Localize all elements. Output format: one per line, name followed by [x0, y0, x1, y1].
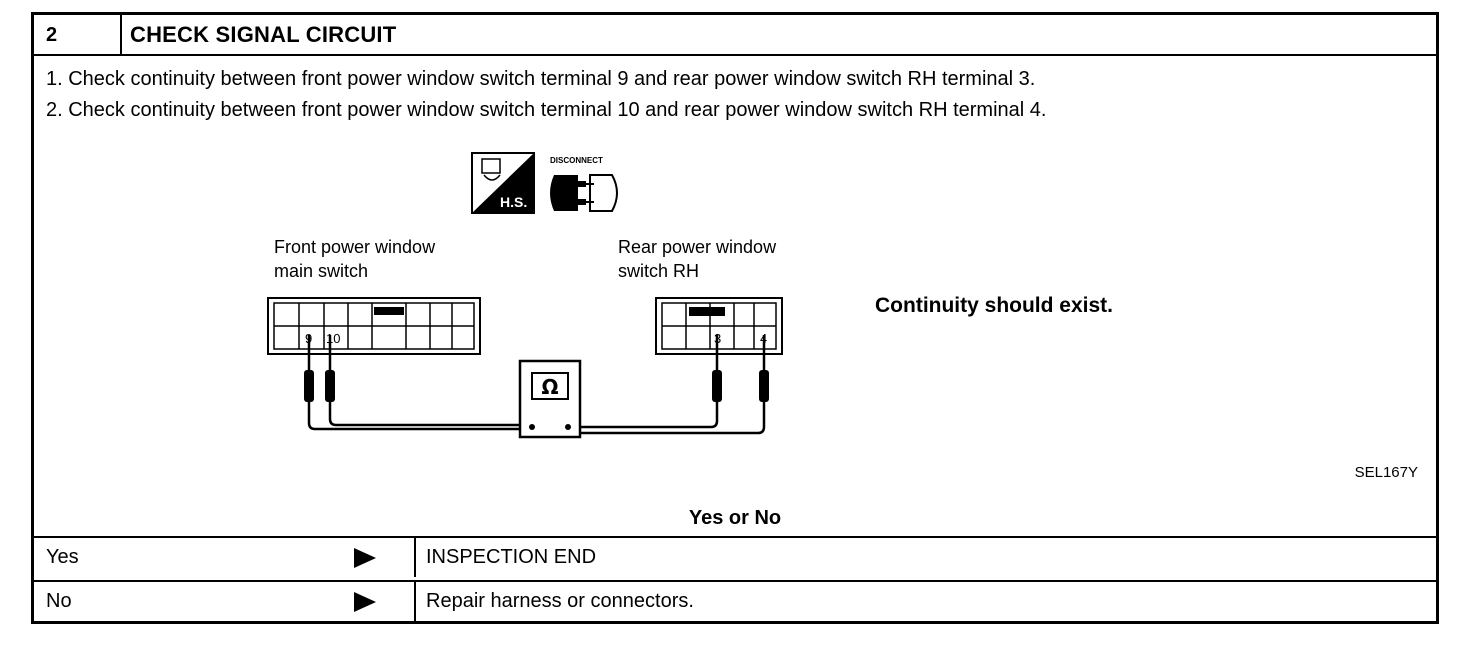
disconnect-icon: DISCONNECT [550, 156, 618, 212]
rear-switch-label-line2: switch RH [618, 261, 700, 281]
header-divider [120, 15, 122, 54]
disconnect-label: DISCONNECT [550, 156, 603, 165]
step-title: CHECK SIGNAL CIRCUIT [130, 22, 397, 47]
answer-no: No [46, 590, 72, 612]
instruction-1: 1. Check continuity between front power … [46, 68, 1036, 90]
front-switch-label: Front power window main switch [274, 235, 435, 283]
ohmmeter: Ω [518, 359, 582, 439]
row-divider [414, 538, 416, 577]
action-yes: INSPECTION END [426, 546, 597, 568]
instruction-2: 2. Check continuity between front power … [46, 99, 1047, 121]
arrow-right-icon [354, 592, 376, 612]
answer-yes: Yes [46, 546, 79, 568]
hs-label: H.S. [500, 194, 527, 210]
rear-switch-label-line1: Rear power window [618, 237, 777, 257]
test-leads [307, 335, 766, 435]
yes-no-question: Yes or No [688, 507, 782, 529]
front-terminal-10: 10 [326, 331, 340, 346]
result-row-yes: Yes INSPECTION END [34, 536, 1436, 577]
figure-code: SEL167Y [1354, 464, 1418, 481]
step-header: 2 CHECK SIGNAL CIRCUIT [34, 15, 1436, 56]
continuity-note: Continuity should exist. [875, 294, 1114, 317]
front-switch-connector: 9 10 [267, 297, 481, 355]
result-row-no: No Repair harness or connectors. [34, 580, 1436, 621]
hs-icon: H.S. [471, 152, 535, 214]
arrow-right-icon [354, 548, 376, 568]
front-switch-label-line1: Front power window [274, 237, 436, 257]
inspection-step-table: 2 CHECK SIGNAL CIRCUIT 1. Check continui… [31, 12, 1439, 624]
front-switch-label-line2: main switch [274, 261, 369, 281]
rear-switch-label: Rear power window switch RH [618, 235, 776, 283]
step-number: 2 [46, 24, 58, 46]
action-no: Repair harness or connectors. [426, 590, 694, 612]
ohm-symbol: Ω [541, 375, 558, 399]
circuit-diagram: H.S. DISCONNECT 9 10 [267, 152, 783, 439]
probe-tips [304, 370, 769, 402]
row-divider [414, 582, 416, 621]
rear-switch-connector: 3 4 [655, 297, 783, 355]
